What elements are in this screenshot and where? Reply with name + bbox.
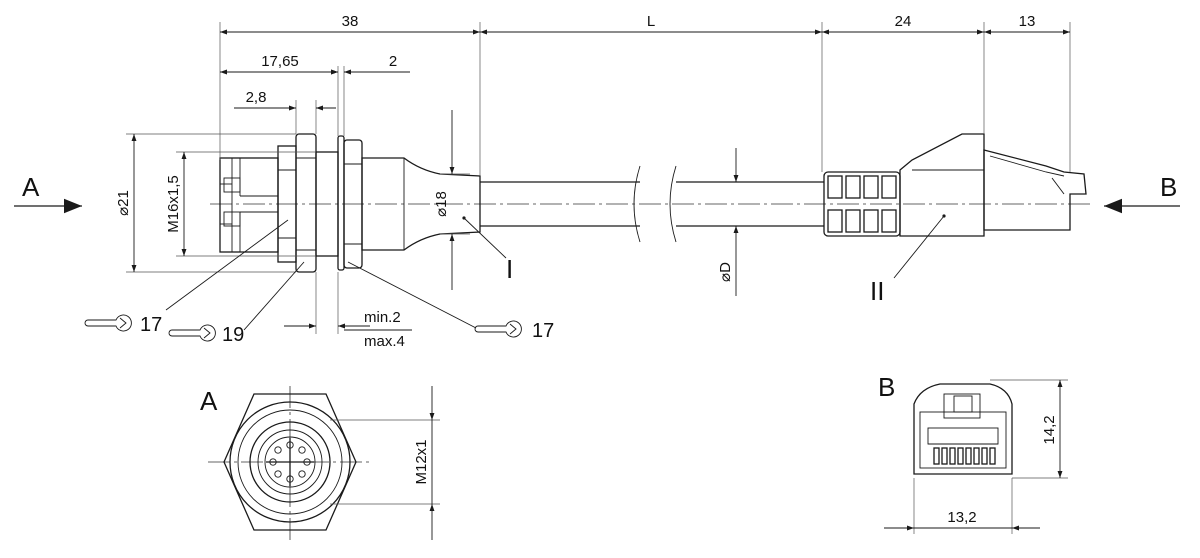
dim-38: 38 bbox=[342, 13, 359, 30]
left-dimensions bbox=[126, 110, 739, 334]
wrench-icon bbox=[84, 314, 132, 332]
dim-min: min.2 bbox=[364, 309, 401, 326]
dim-13-2: 13,2 bbox=[947, 509, 976, 526]
detail-label-a: A bbox=[200, 386, 218, 416]
dim-l: L bbox=[647, 13, 655, 30]
leader-lines bbox=[165, 215, 945, 331]
wrench-size-19: 19 bbox=[222, 324, 244, 346]
part-label-ii: II bbox=[870, 276, 884, 306]
dim-dia-18: ⌀18 bbox=[433, 191, 450, 217]
m16-connector bbox=[219, 133, 481, 273]
rj45-contacts bbox=[933, 447, 996, 465]
dim-2: 2 bbox=[389, 53, 397, 70]
dimension-texts: 38 L 24 13 17,65 2 2,8 ⌀21 M16x1,5 ⌀18 ⌀… bbox=[115, 13, 1058, 526]
detail-label-b: B bbox=[878, 372, 895, 402]
dim-2-8: 2,8 bbox=[246, 89, 267, 106]
labels: A B A B I II 17 19 17 bbox=[22, 172, 1177, 416]
dim-17-65: 17,65 bbox=[261, 53, 299, 70]
part-label-i: I bbox=[506, 254, 513, 284]
dim-m12: M12x1 bbox=[413, 439, 430, 484]
wrench-icon bbox=[168, 324, 216, 342]
dim-max: max.4 bbox=[364, 333, 405, 350]
view-label-b: B bbox=[1160, 172, 1177, 202]
wrench-icon bbox=[474, 320, 522, 338]
wrench-size-17-left: 17 bbox=[140, 314, 162, 336]
detail-b-rj45-face bbox=[884, 379, 1068, 534]
dim-m16: M16x1,5 bbox=[165, 175, 182, 233]
wrench-size-17-right: 17 bbox=[532, 320, 554, 342]
dim-14-2: 14,2 bbox=[1041, 415, 1058, 444]
dim-13: 13 bbox=[1019, 13, 1036, 30]
view-label-a: A bbox=[22, 172, 40, 202]
top-dimensions bbox=[219, 22, 1071, 176]
detail-a-face-view bbox=[208, 386, 440, 542]
dim-dia-d: ⌀D bbox=[717, 262, 734, 282]
dim-dia-21: ⌀21 bbox=[115, 190, 132, 216]
rj45-plug bbox=[823, 133, 1087, 237]
cable bbox=[480, 165, 824, 243]
dim-24: 24 bbox=[895, 13, 912, 30]
